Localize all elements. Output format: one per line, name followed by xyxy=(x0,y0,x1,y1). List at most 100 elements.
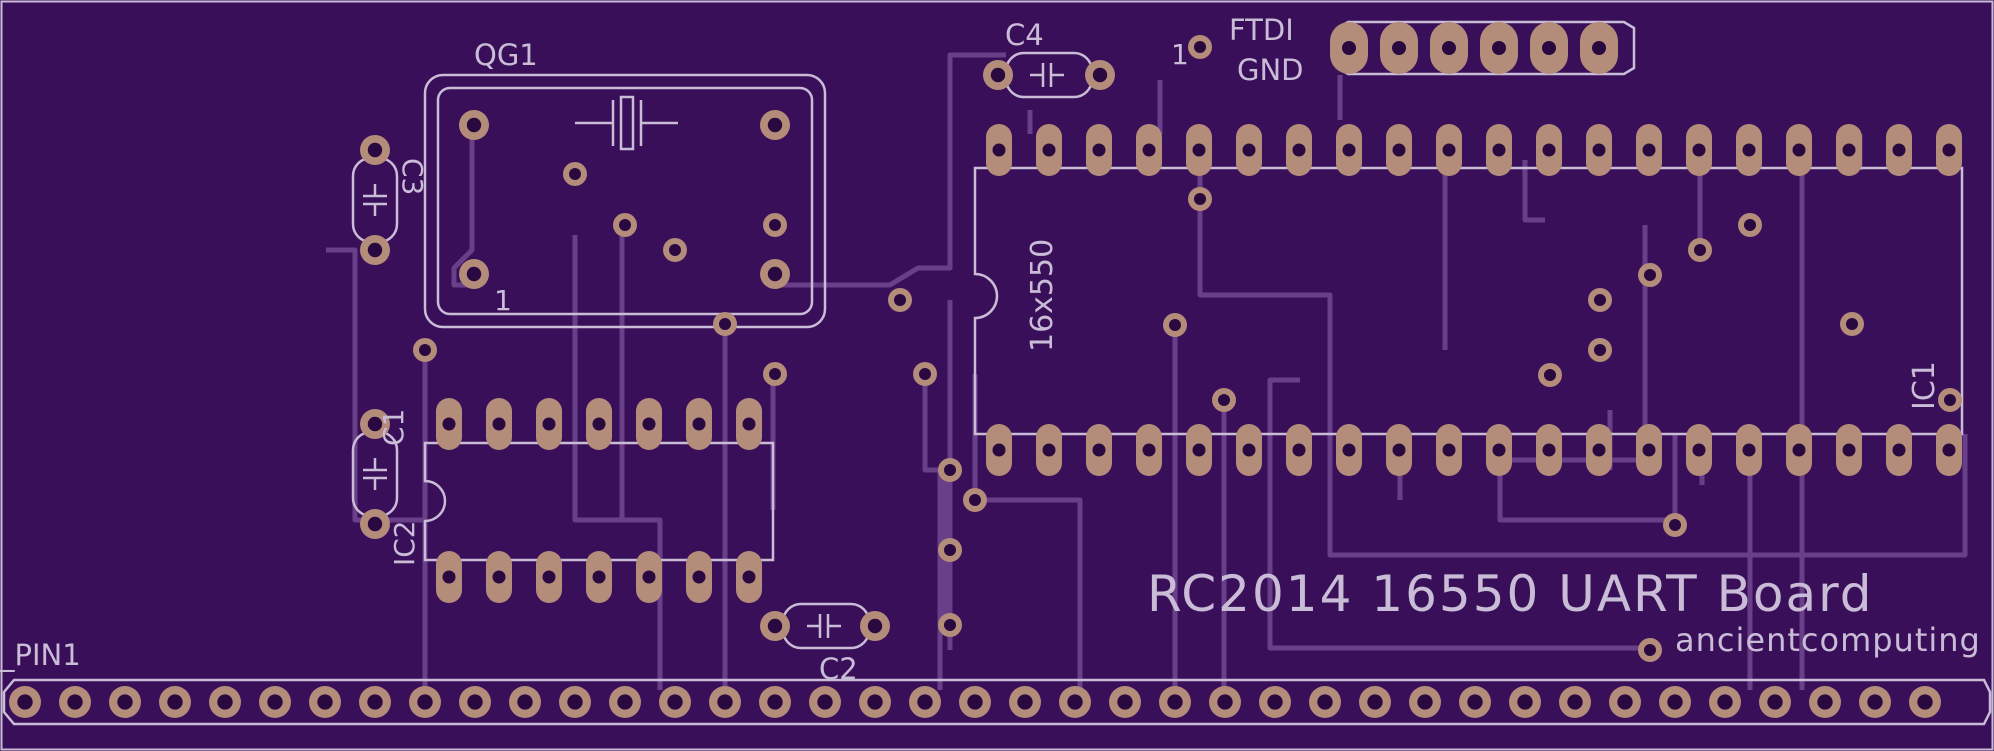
ic1-pin-bottom-1 xyxy=(986,424,1012,476)
ic1-pin-top-4 xyxy=(1136,124,1162,176)
ic2-pin-bottom-7 xyxy=(736,551,762,603)
ftdi-pin-2 xyxy=(1380,22,1418,74)
via-14 xyxy=(1188,187,1212,211)
ic1-pin-top-5 xyxy=(1186,124,1212,176)
ic2-pin-top-5 xyxy=(636,398,662,450)
ic1-pin-bottom-4 xyxy=(1136,424,1162,476)
via-8 xyxy=(888,288,912,312)
c3-label: C3 xyxy=(396,158,429,195)
ic1-pin-bottom-17 xyxy=(1786,424,1812,476)
via-16 xyxy=(1212,388,1236,412)
bus-pin-5 xyxy=(209,686,241,718)
via-25 xyxy=(1663,513,1687,537)
bus-pin-19 xyxy=(909,686,941,718)
ic1-pin-top-9 xyxy=(1386,124,1412,176)
via-24 xyxy=(1938,388,1962,412)
bus-pin-39 xyxy=(1909,686,1941,718)
qg1-pin-3 xyxy=(459,259,489,289)
ic1-pin-top-15 xyxy=(1686,124,1712,176)
trace xyxy=(775,52,1006,288)
board-credit: ancientcomputing xyxy=(1675,621,1981,659)
via-5 xyxy=(713,312,737,336)
bus-pin-18 xyxy=(859,686,891,718)
via-15 xyxy=(1163,313,1187,337)
bus-pin-13 xyxy=(609,686,641,718)
qg1-outline-inner xyxy=(436,86,814,316)
via-1 xyxy=(563,162,587,186)
ic1-pin-bottom-20 xyxy=(1936,424,1962,476)
ic2-pin-bottom-6 xyxy=(686,551,712,603)
ic1-label: IC1 xyxy=(1907,361,1942,410)
qg1-outline-outer xyxy=(423,73,827,329)
c2-label: C2 xyxy=(819,652,858,686)
bus-pin-33 xyxy=(1609,686,1641,718)
c2-symbol xyxy=(807,614,841,638)
via-7 xyxy=(413,338,437,362)
bus-pin-37 xyxy=(1809,686,1841,718)
trace xyxy=(572,235,663,690)
bus-pin-6 xyxy=(259,686,291,718)
ic1-pin-top-13 xyxy=(1586,124,1612,176)
qg1-pin-2 xyxy=(760,110,790,140)
ic1-pin-bottom-14 xyxy=(1636,424,1662,476)
ic2-pin-top-2 xyxy=(486,398,512,450)
trace xyxy=(1522,160,1545,223)
bus-pin-32 xyxy=(1559,686,1591,718)
trace xyxy=(1497,225,1678,523)
via-3 xyxy=(663,238,687,262)
ic1-pin-bottom-15 xyxy=(1686,424,1712,476)
ic1-pin-top-1 xyxy=(986,124,1012,176)
bus-pin-14 xyxy=(659,686,691,718)
ic1-pin-bottom-8 xyxy=(1336,424,1362,476)
trace xyxy=(451,126,475,288)
cap-horizontal-pad-2 xyxy=(1085,60,1115,90)
bus-pin1-label: _PIN1 xyxy=(0,638,81,672)
bus-pin-4 xyxy=(159,686,191,718)
ic1-pin-top-8 xyxy=(1336,124,1362,176)
c4-symbol xyxy=(1030,63,1064,87)
ftdi-pin-1 xyxy=(1330,22,1368,74)
via-22 xyxy=(1738,213,1762,237)
ic1-pin-top-10 xyxy=(1436,124,1462,176)
cap-horizontal-pad-1 xyxy=(983,60,1013,90)
qg1-pin1-label: 1 xyxy=(494,284,512,317)
bus-pin-38 xyxy=(1859,686,1891,718)
bus-pin-2 xyxy=(59,686,91,718)
ic2-pin-bottom-4 xyxy=(586,551,612,603)
ic1-pin-top-11 xyxy=(1486,124,1512,176)
bus-pin-8 xyxy=(359,686,391,718)
bus-pin-11 xyxy=(509,686,541,718)
ic1-pin-bottom-2 xyxy=(1036,424,1062,476)
ftdi-pin-4 xyxy=(1480,22,1518,74)
ic1-outline xyxy=(973,166,1964,436)
cap-horizontal-pad-4 xyxy=(860,611,890,641)
ic1-pin-bottom-6 xyxy=(1236,424,1262,476)
copper-traces xyxy=(326,52,1968,690)
qg1-label: QG1 xyxy=(474,38,538,72)
via-12 xyxy=(938,538,962,562)
bus-pin-15 xyxy=(709,686,741,718)
ic1-pin-bottom-16 xyxy=(1736,424,1762,476)
bus-pin-10 xyxy=(459,686,491,718)
ic1-pin-bottom-7 xyxy=(1286,424,1312,476)
bus-pin-35 xyxy=(1709,686,1741,718)
bus-header-outline xyxy=(2,678,1992,726)
ic2-pin-top-4 xyxy=(586,398,612,450)
ic1-pin-bottom-18 xyxy=(1836,424,1862,476)
bus-pin-9 xyxy=(409,686,441,718)
bus-pin-3 xyxy=(109,686,141,718)
ic1-pin-bottom-11 xyxy=(1486,424,1512,476)
ftdi-pin-6 xyxy=(1580,22,1618,74)
via-10 xyxy=(938,458,962,482)
bus-pin-17 xyxy=(809,686,841,718)
ic2-label: IC2 xyxy=(388,520,421,566)
cap-vertical-pad-4 xyxy=(360,509,390,539)
via-9 xyxy=(913,362,937,386)
ic2-pin-top-3 xyxy=(536,398,562,450)
cap-vertical-pad-1 xyxy=(360,135,390,165)
ic1-pin-top-19 xyxy=(1886,124,1912,176)
ic2-pin-bottom-2 xyxy=(486,551,512,603)
trace xyxy=(1197,134,1968,558)
via-19 xyxy=(1538,363,1562,387)
ic2-pin-top-6 xyxy=(686,398,712,450)
